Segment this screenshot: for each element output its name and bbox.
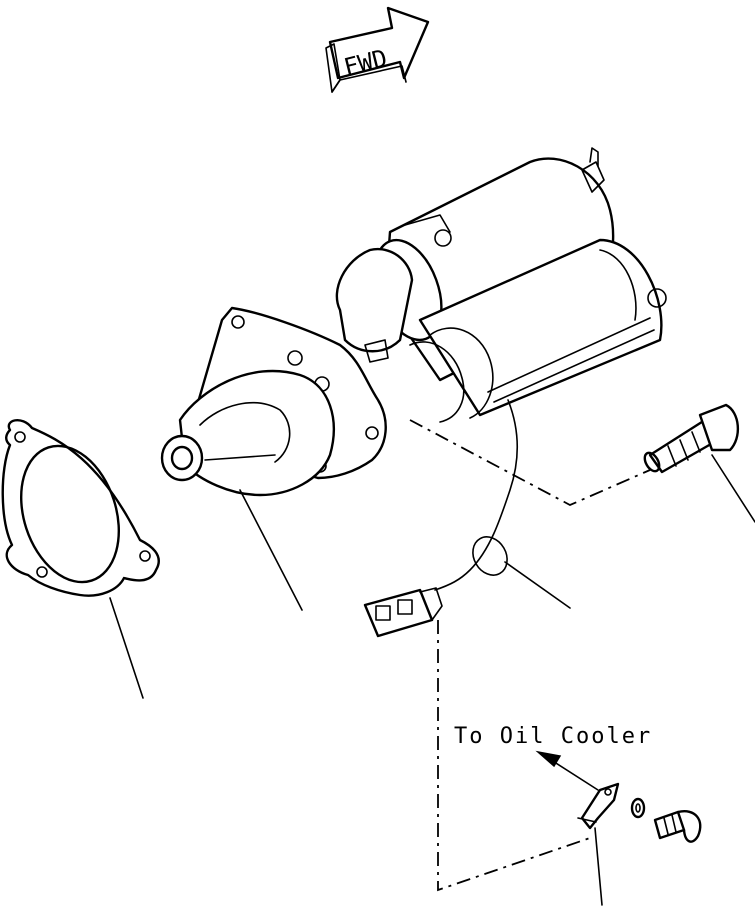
clamp-bolt <box>653 810 702 843</box>
starter-motor <box>160 147 667 638</box>
mounting-gasket <box>1 419 160 597</box>
oil-cooler-direction-arrow <box>535 750 599 791</box>
bolt-alignment-centerline <box>409 419 651 506</box>
wire-clamp-leader-line <box>504 561 571 609</box>
oil-cooler-bracket <box>577 782 620 830</box>
bracket-leader-line <box>594 827 603 906</box>
mounting-bolt <box>643 403 739 474</box>
oil-cooler-label: To Oil Cooler <box>454 724 652 749</box>
bolt-leader-line <box>711 454 755 523</box>
washer <box>630 797 646 819</box>
forward-direction-arrow: FWD <box>325 6 430 93</box>
starter-leader-line <box>239 489 303 611</box>
connector-alignment-centerline <box>437 620 591 892</box>
gasket-leader-line <box>109 597 144 699</box>
